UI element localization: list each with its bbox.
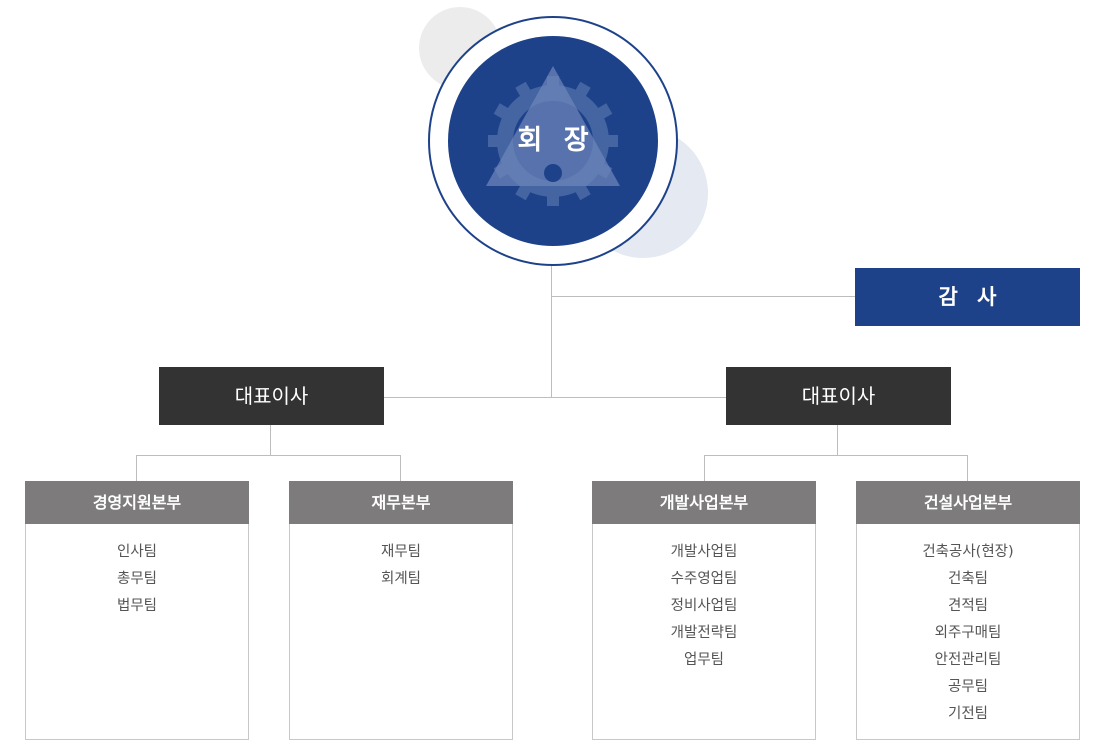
team-item: 총무팀 [116,571,158,587]
chairman-node: 회 장 [448,36,658,246]
gear-mountain-emblem-icon [486,66,620,206]
connector-ceo-horizontal [384,397,726,398]
team-item: 견적팀 [947,598,989,614]
connector-chairman-audit [551,296,855,297]
team-item: 기전팀 [947,706,989,722]
connector-chairman-vertical [551,264,552,398]
chairman-label: 회 장 [517,125,595,156]
team-list: 인사팀 총무팀 법무팀 [26,539,248,620]
division-management-support: 경영지원본부 인사팀 총무팀 법무팀 [25,481,249,740]
team-list: 개발사업팀 수주영업팀 정비사업팀 개발전략팀 업무팀 [593,539,815,674]
connector-div3-drop [704,455,705,481]
team-item: 수주영업팀 [670,571,738,587]
connector-ceo1-down [270,425,271,455]
team-item: 개발사업팀 [670,544,738,560]
division-title: 개발사업본부 [592,481,816,524]
team-item: 외주구매팀 [934,625,1002,641]
division-title: 재무본부 [289,481,513,524]
connector-div1-drop [136,455,137,481]
division-development-business: 개발사업본부 개발사업팀 수주영업팀 정비사업팀 개발전략팀 업무팀 [592,481,816,740]
connector-div4-drop [967,455,968,481]
ceo-node-right: 대표이사 [726,367,951,425]
connector-ceo1-branch [136,455,401,456]
team-item: 건축공사(현장) [922,544,1014,560]
team-list: 건축공사(현장) 건축팀 견적팀 외주구매팀 안전관리팀 공무팀 기전팀 [857,539,1079,728]
team-list: 재무팀 회계팀 [290,539,512,593]
team-item: 안전관리팀 [934,652,1002,668]
team-item: 정비사업팀 [670,598,738,614]
team-item: 공무팀 [947,679,989,695]
team-item: 재무팀 [380,544,422,560]
division-finance: 재무본부 재무팀 회계팀 [289,481,513,740]
team-item: 인사팀 [116,544,158,560]
division-title: 건설사업본부 [856,481,1080,524]
division-title: 경영지원본부 [25,481,249,524]
division-construction-business: 건설사업본부 건축공사(현장) 건축팀 견적팀 외주구매팀 안전관리팀 공무팀 … [856,481,1080,740]
connector-ceo2-down [837,425,838,455]
team-item: 건축팀 [947,571,989,587]
team-item: 법무팀 [116,598,158,614]
team-item: 개발전략팀 [670,625,738,641]
audit-node: 감 사 [855,268,1080,326]
ceo-node-left: 대표이사 [159,367,384,425]
team-item: 업무팀 [683,652,725,668]
connector-div2-drop [400,455,401,481]
team-item: 회계팀 [380,571,422,587]
connector-ceo2-branch [704,455,968,456]
